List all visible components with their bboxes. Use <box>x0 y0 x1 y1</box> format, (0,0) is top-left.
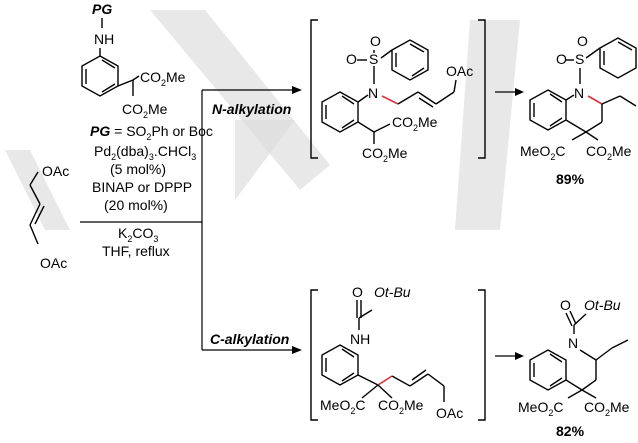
ester-left-n-product: MeO2C <box>520 143 565 162</box>
n-alkylation-label: N-alkylation <box>212 101 291 117</box>
nh-c: NH <box>350 331 370 347</box>
new-n-c-bond-product <box>587 95 603 105</box>
pg-label: PG <box>92 1 112 17</box>
oac-bottom: OAc <box>40 255 67 271</box>
o-atom-product-top: O <box>577 33 588 49</box>
oac-chain: OAc <box>446 63 473 79</box>
o-atom-left: O <box>346 51 357 67</box>
yield-n-product: 89% <box>556 171 585 187</box>
ligand-loading: (20 mol%) <box>104 197 168 213</box>
ester-left-c-product: MeO2C <box>518 399 563 418</box>
carbonyl-o-product: O <box>560 297 571 313</box>
n-intermediate: N S O O OAc CO2Me CO2Me <box>310 19 486 164</box>
o-atom-product-left: O <box>556 51 567 67</box>
watermark <box>5 10 520 230</box>
pg-definition: PG = SO2Ph or Boc <box>90 123 213 142</box>
oac-top: OAc <box>42 163 69 179</box>
new-c-c-bond <box>377 375 393 386</box>
starting-material: PG NH CO2Me CO2Me <box>81 1 186 120</box>
branch-lines <box>80 86 302 354</box>
ester-right-c-product: CO2Me <box>584 399 630 418</box>
oac-c: OAc <box>436 405 463 421</box>
bracket-right-c <box>478 289 486 421</box>
c-alkylation-label: C-alkylation <box>210 331 289 347</box>
new-n-c-bond <box>381 95 399 105</box>
catalyst-loading: (5 mol%) <box>110 161 166 177</box>
n-product: N S O O MeO2C CO2Me 89% <box>520 33 637 187</box>
arrow-to-n-product <box>515 88 524 96</box>
co2me-lower: CO2Me <box>122 101 168 120</box>
ot-bu-c: Ot-Bu <box>374 284 411 300</box>
diacetoxy-butene: OAc OAc <box>29 163 69 271</box>
carbonyl-o: O <box>352 284 363 300</box>
base: K2CO3 <box>118 225 158 244</box>
s-atom: S <box>369 51 378 67</box>
bracket-right-n <box>478 19 486 159</box>
n-atom: N <box>368 85 378 101</box>
solvent: THF, reflux <box>102 243 170 259</box>
co2me-right: CO2Me <box>392 114 438 133</box>
s-atom-product: S <box>575 51 584 67</box>
nh-label: NH <box>94 31 114 47</box>
c-intermediate: O Ot-Bu NH OAc MeO2C CO2Me <box>310 284 486 421</box>
n-atom-product: N <box>574 85 584 101</box>
arrow-head-c <box>292 346 302 354</box>
yield-c-product: 82% <box>556 423 585 438</box>
ligand: BINAP or DPPP <box>92 179 192 195</box>
co2me-down: CO2Me <box>362 145 408 164</box>
ester-right-c: CO2Me <box>378 397 424 416</box>
n-atom-c-product: N <box>568 335 578 351</box>
reaction-conditions: PG = SO2Ph or Boc Pd2(dba)3.CHCl3 (5 mol… <box>90 123 213 259</box>
ester-left-c: MeO2C <box>320 397 365 416</box>
co2me-upper: CO2Me <box>140 69 186 88</box>
catalyst: Pd2(dba)3.CHCl3 <box>94 143 196 162</box>
o-atom-top: O <box>370 33 381 49</box>
arrow-head-n <box>292 86 302 94</box>
ot-bu-product: Ot-Bu <box>584 297 621 313</box>
bracket-left-c <box>310 289 318 421</box>
ester-right-n-product: CO2Me <box>586 143 632 162</box>
c-product: O Ot-Bu N MeO2C CO2Me 82% <box>518 297 630 439</box>
bracket-left-n <box>310 19 318 159</box>
arrow-to-c-product <box>515 352 524 360</box>
